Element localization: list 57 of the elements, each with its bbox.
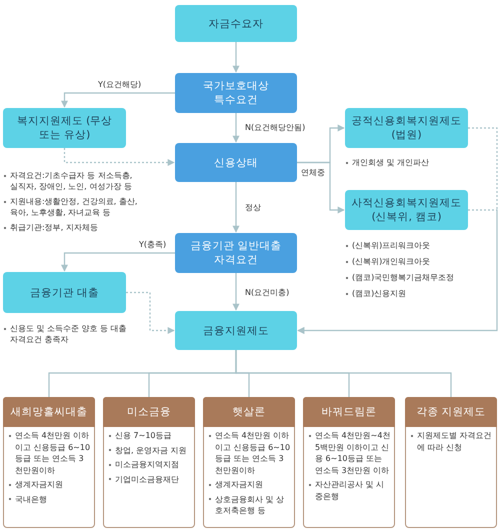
program-card xyxy=(303,397,395,528)
note-text: 신용도 및 소득수준 양호 등 대출 자격요건 충족자 xyxy=(3,323,145,345)
arrow xyxy=(297,162,345,214)
list-item: 자산관리공사 및 시중은행 xyxy=(308,479,391,502)
list-item: 신용 7~10등급 xyxy=(108,430,191,442)
edge-label: N(요건해당안됨) xyxy=(244,123,306,133)
note-text: 취급기관:정부, 지자체등 xyxy=(3,222,150,233)
arrow xyxy=(126,292,175,334)
list-item: 연소득 4천만원 이하이고 신용등급 6~10등급 또는 연소득 3천만원이하 xyxy=(8,430,91,476)
edge-label: Y(요건해당) xyxy=(97,80,142,90)
process-box: 사적신용회복지원제도 (신복위, 캠코) xyxy=(345,190,468,230)
card-header: 햇살론 xyxy=(203,397,295,427)
list-item: 생계자금지원 xyxy=(8,479,91,490)
card-header: 바꿔드림론 xyxy=(303,397,395,427)
arrow xyxy=(61,252,175,272)
edge-label: 정상 xyxy=(244,203,262,213)
process-box: 신용상태 xyxy=(175,143,297,182)
note-text: 개인회생 및 개인파산 xyxy=(345,157,500,168)
list-item: 생계자금지원 xyxy=(208,479,291,490)
program-card xyxy=(103,397,195,528)
list-item: 기업미소금융재단 xyxy=(108,474,191,485)
arrow xyxy=(297,209,498,334)
note-text: 자격요건:기초수급자 등 저소득층, 실직자, 장애인, 노인, 여성가장 등 xyxy=(3,170,150,192)
list-item: 지원제도별 자격요건에 따라 신청 xyxy=(410,430,493,453)
arrow xyxy=(232,113,240,143)
list-item: 국내은행 xyxy=(8,494,91,505)
program-card xyxy=(405,397,497,528)
arrow xyxy=(232,273,240,311)
list-item: 창업, 운영자금 지원 xyxy=(108,444,191,456)
process-box: 금융기관 일반대출 자격요건 xyxy=(175,233,297,273)
arrow xyxy=(232,42,240,73)
card-header: 각종 지원제도 xyxy=(405,397,497,427)
program-card xyxy=(3,397,95,528)
arrow xyxy=(61,92,175,108)
list-item: 미소금융지역지점 xyxy=(108,459,191,470)
list-item: 상호금융회사 및 상호저축은행 등 xyxy=(208,494,291,516)
process-box: 복지지원제도 (무상 또는 유상) xyxy=(3,108,126,148)
note-text: 지원내용:생활안정, 건강의료, 출산, 육아, 노후생활, 자녀교육 등 xyxy=(3,196,150,218)
card-header: 미소금융 xyxy=(103,397,195,427)
note-text: (신복위)개인워크아웃 xyxy=(345,256,500,267)
edge-label: N(요건미충) xyxy=(244,288,290,298)
edge-label: Y(충족) xyxy=(138,240,168,250)
arrow xyxy=(64,148,175,166)
process-box: 국가보호대상 특수요건 xyxy=(175,73,297,113)
edge-label: 연체중 xyxy=(300,168,326,178)
card-header: 새희망홀씨대출 xyxy=(3,397,95,427)
note-text: (캠코)신용지원 xyxy=(345,288,500,299)
process-box: 공적신용회복지원제도 (법원) xyxy=(345,108,468,148)
arrow xyxy=(232,182,240,233)
note-text: (캠코)국민행복기금채무조정 xyxy=(345,272,500,283)
process-box: 금융기관 대출 xyxy=(3,272,126,313)
note-text: (신복위)프리워크아웃 xyxy=(345,240,500,251)
process-box: 자금수요자 xyxy=(175,5,297,42)
program-card xyxy=(203,397,295,528)
list-item: 연소득 4천만원 이하이고 신용등급 6~10등급 또는 연소득 3천만원이하 xyxy=(208,430,291,476)
list-item: 연소득 4천만원~4천5백만원 이하이고 신용 6~10등급 또는 연소득 3천만원 이하 xyxy=(308,430,391,476)
process-box: 금융지원제도 xyxy=(175,311,297,350)
